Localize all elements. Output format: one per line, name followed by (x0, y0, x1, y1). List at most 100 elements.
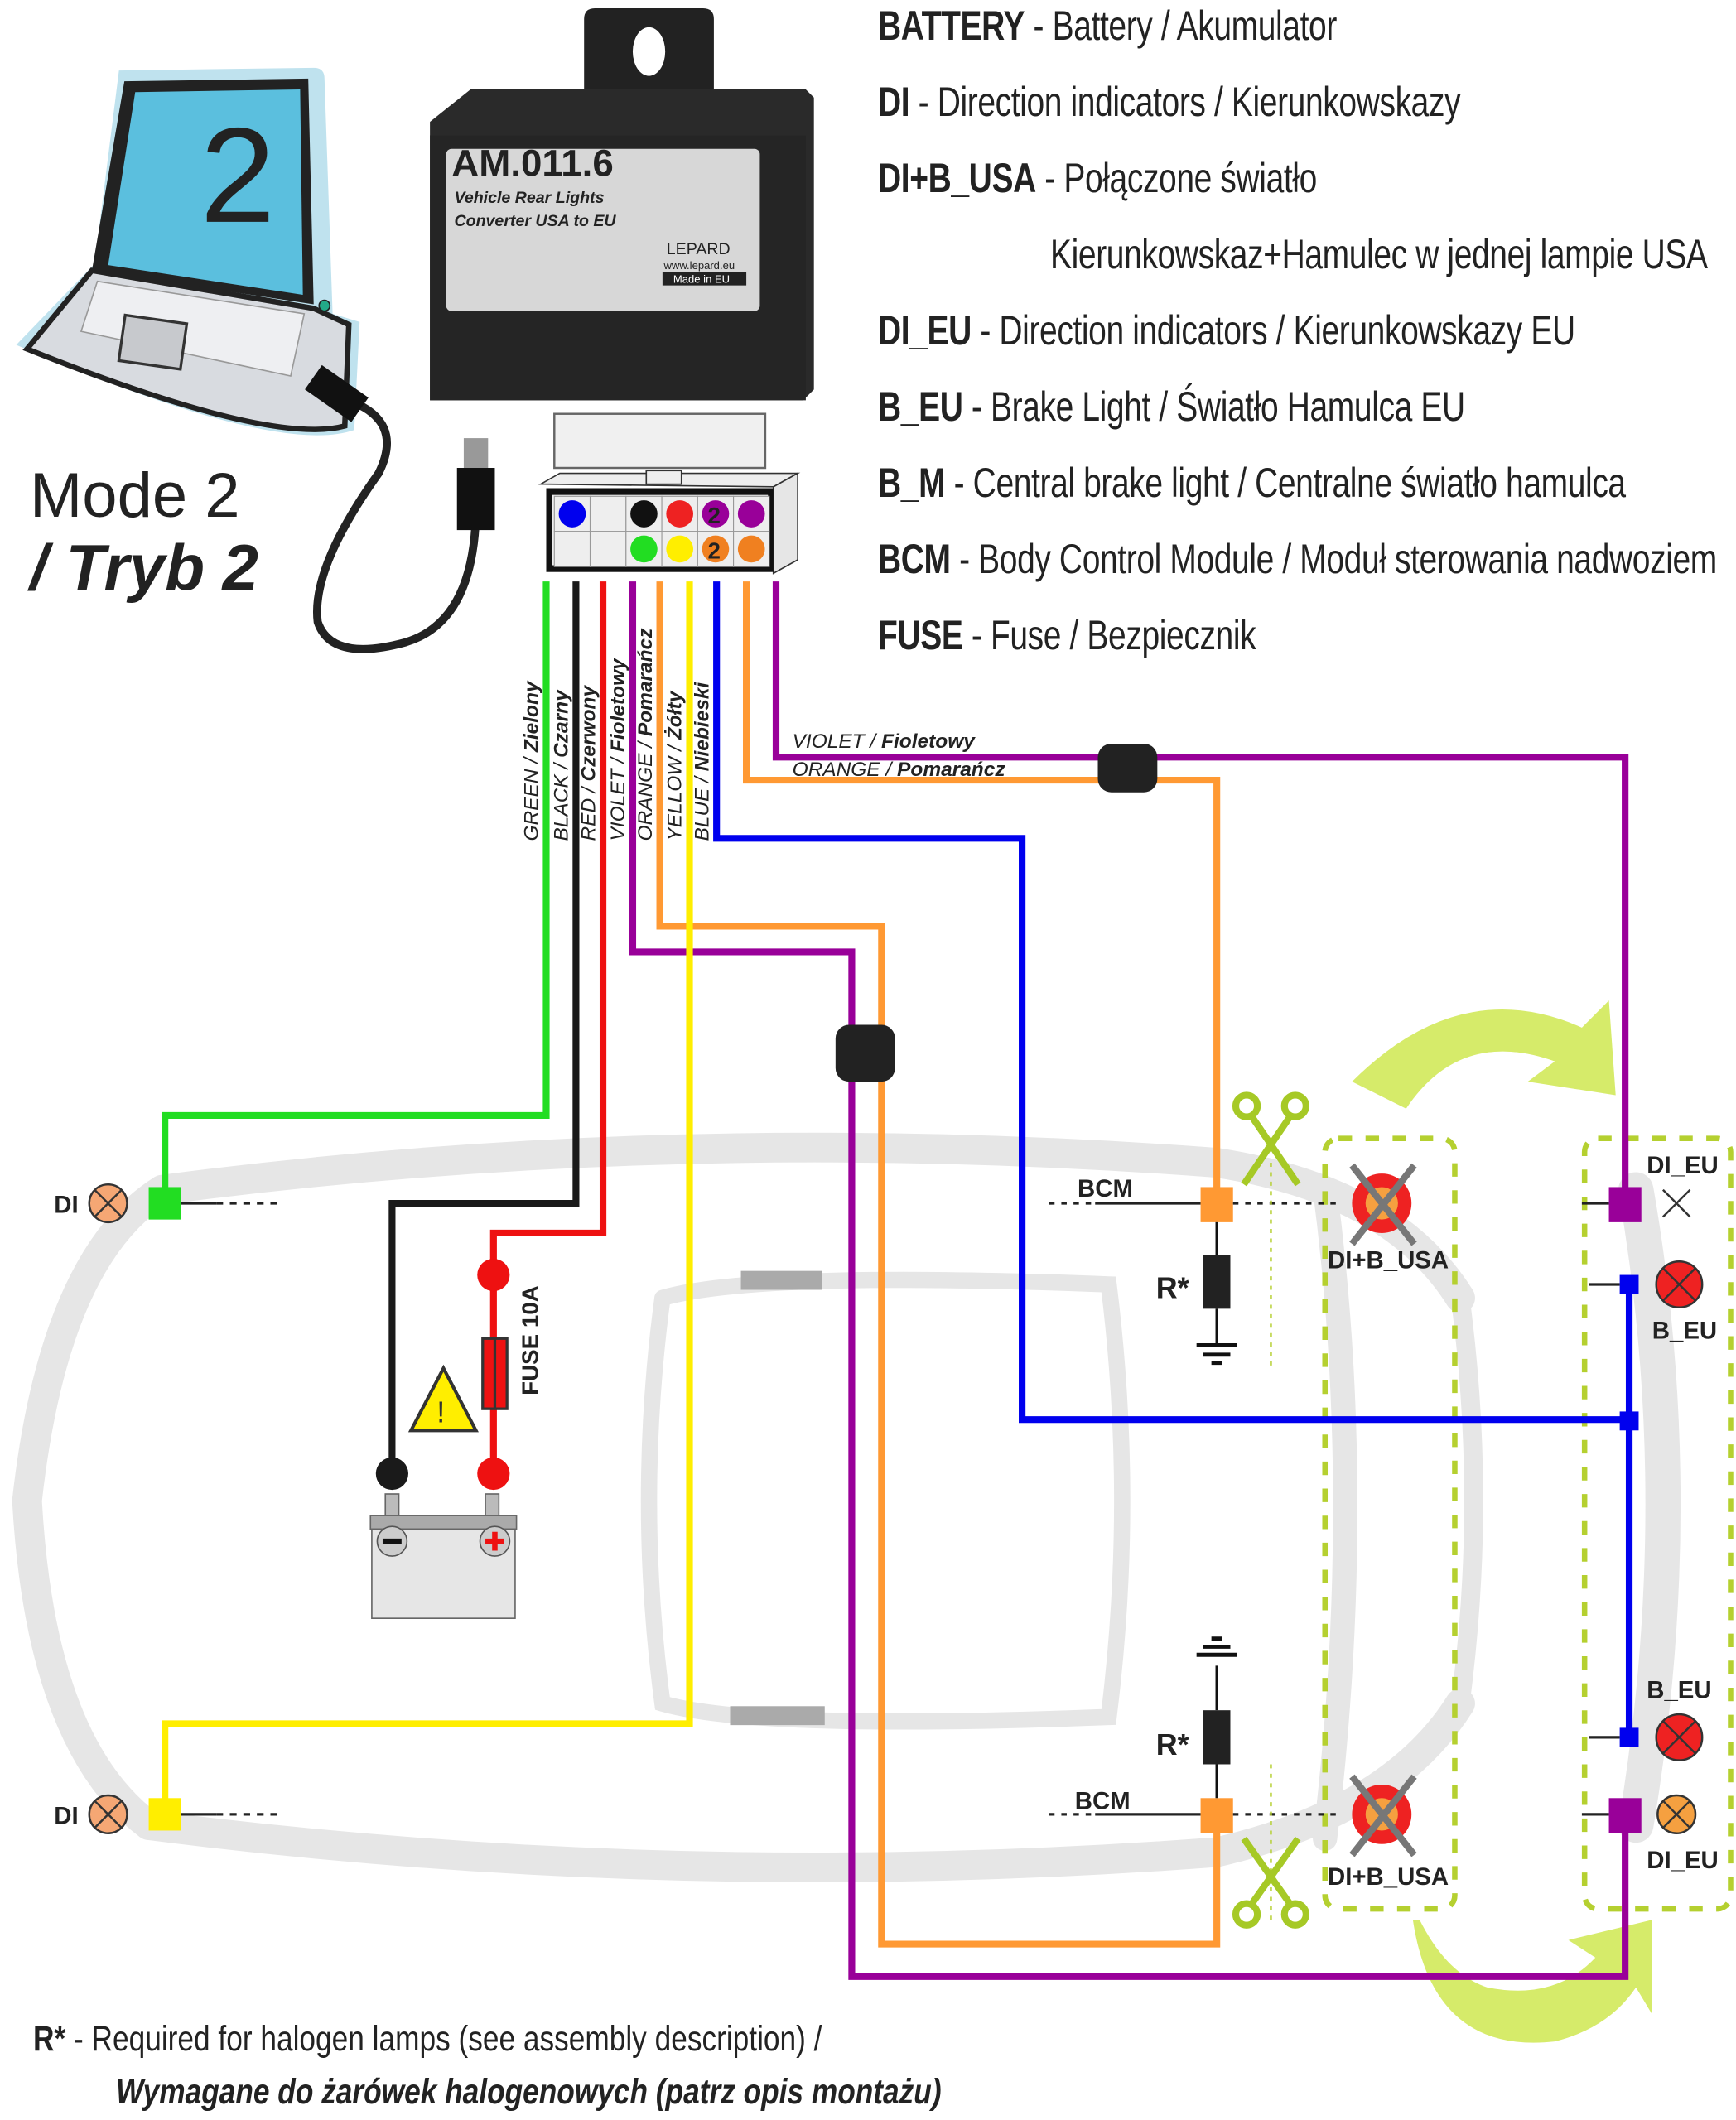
module-box (430, 7, 814, 470)
usb-plug-laptop (305, 364, 369, 422)
connector-cell (553, 531, 591, 567)
pin-yellow (666, 535, 694, 563)
legend-key: BCM (878, 536, 951, 582)
battery-pos-terminal (477, 1457, 510, 1491)
legend-key: B_EU (878, 383, 963, 430)
eu-lamp-group (1581, 1135, 1734, 1912)
splice-violet-top (1608, 1187, 1642, 1222)
legend-key: FUSE (878, 612, 963, 658)
wire-label-pl: Fioletowy (607, 658, 629, 752)
label-di-bottom: DI (54, 1802, 78, 1829)
label-bcm-bottom: BCM (1075, 1787, 1131, 1814)
scissors-icon (1232, 1091, 1309, 1187)
wire-blue (713, 581, 1633, 1737)
legend-item: Kierunkowskaz+Hamulec w jednej lampie US… (1050, 230, 1708, 278)
note-line-2: Wymagane do żarówek halogenowych (patrz … (116, 2072, 942, 2112)
legend-item: BCM - Body Control Module / Moduł sterow… (878, 535, 1717, 583)
label-di-eu-top: DI_EU (1647, 1152, 1719, 1179)
wire-label-red: RED / Czerwony (577, 685, 600, 841)
legend-key: BATTERY (878, 2, 1025, 49)
connector-pins: 22 (553, 495, 770, 567)
module-brand: LEPARD (667, 240, 731, 258)
wire-black (388, 581, 580, 1467)
wire-orange-main (656, 581, 1221, 1948)
connector-cell (589, 531, 627, 567)
lamp-di-b-usa-top-crossed (1349, 1163, 1417, 1246)
splice-green (148, 1187, 181, 1220)
module-website: www.lepard.eu (663, 259, 735, 272)
heat-shrink-sleeve (835, 1024, 895, 1082)
label-b-eu-top: B_EU (1652, 1317, 1717, 1344)
side-label-violet: VIOLET / Fioletowy (793, 730, 976, 753)
battery-neg-terminal (375, 1457, 408, 1491)
junction-blue (1619, 1411, 1639, 1431)
wire-label-en: RED (577, 798, 600, 841)
legend-desc: - Fuse / Bezpiecznik (962, 612, 1256, 658)
legend-key: DI+B_USA (878, 155, 1036, 201)
pin-orange (737, 535, 765, 563)
fuse-terminal (477, 1258, 510, 1292)
module-subtitle-2: Converter USA to EU (454, 212, 616, 230)
wire-label-en: GREEN (521, 768, 543, 841)
resistor-bottom (1203, 1710, 1231, 1765)
resistor-top (1203, 1255, 1231, 1309)
wire-green (162, 581, 550, 1190)
legend-item: DI+B_USA - Połączone światło (878, 154, 1317, 202)
car-detail (730, 1706, 825, 1726)
mode-label-pl: / Tryb 2 (30, 531, 259, 604)
wire-label-orange: ORANGE / Pomarańcz (634, 628, 657, 841)
splice-blue-bottom (1619, 1727, 1639, 1747)
legend-item: BATTERY - Battery / Akumulator (878, 2, 1337, 50)
usb-plug (456, 468, 495, 531)
pin-violet (737, 500, 765, 528)
pin-green (630, 535, 658, 563)
label-resistor-bottom: R* (1156, 1727, 1189, 1761)
label-b-eu-bottom: B_EU (1647, 1676, 1711, 1703)
label-di-top: DI (54, 1191, 78, 1218)
side-label-orange-pl: Pomarańcz (897, 759, 1005, 781)
legend-item: FUSE - Fuse / Bezpiecznik (878, 611, 1256, 659)
legend-desc: - Central brake light / Centralne światł… (945, 460, 1627, 506)
note-line-1: R* - Required for halogen lamps (see ass… (33, 2019, 822, 2060)
laptop-illustration (16, 67, 360, 436)
usb-cable (313, 395, 480, 653)
swap-arrow-bottom (1412, 1920, 1652, 2043)
legend-item: DI - Direction indicators / Kierunkowska… (878, 78, 1461, 126)
wire-label-en: BLUE (691, 788, 713, 841)
legend-item: B_M - Central brake light / Centralne św… (878, 459, 1626, 507)
splice-violet-bottom (1608, 1798, 1642, 1833)
label-resistor-top: R* (1156, 1270, 1189, 1304)
ground-icon (1196, 1342, 1237, 1366)
legend-desc: - Połączone światło (1035, 155, 1317, 201)
wire-label-en: YELLOW (664, 754, 687, 841)
wire-label-yellow: YELLOW / Żółty (664, 690, 687, 841)
wire-violet-side (772, 581, 1629, 1201)
wire-label-violet: VIOLET / Fioletowy (607, 658, 629, 841)
ground-icon (1196, 1636, 1237, 1657)
legend-desc: - Direction indicators / Kierunkowskazy … (971, 307, 1575, 354)
origin-badge (662, 272, 747, 286)
label-bcm-top: BCM (1078, 1175, 1133, 1202)
wire-label-en: BLACK (551, 773, 573, 841)
wire-label-pl: Czerwony (577, 685, 600, 782)
legend-desc: Kierunkowskaz+Hamulec w jednej lampie US… (1050, 231, 1708, 277)
label-di-b-usa-bottom: DI+B_USA (1328, 1863, 1449, 1891)
heat-shrink-sleeve (1097, 744, 1158, 793)
warning-icon (407, 1364, 479, 1433)
module-model: AM.011.6 (451, 142, 614, 184)
legend-key: B_M (878, 460, 946, 506)
splice-orange-bottom (1200, 1798, 1233, 1833)
wire-label-en: VIOLET (607, 767, 629, 841)
scissors-icon (1232, 1836, 1309, 1929)
side-label-violet-pl: Fioletowy (881, 730, 976, 753)
legend-key: DI_EU (878, 307, 972, 354)
wire-label-blue: BLUE / Niebieski (691, 682, 713, 841)
fuse-label: FUSE 10A (518, 1285, 543, 1395)
note-text-en: - Required for halogen lamps (see assemb… (65, 2019, 822, 2059)
module-origin: Made in EU (673, 272, 730, 285)
side-label-orange-en: ORANGE (793, 759, 881, 781)
legend-item: B_EU - Brake Light / Światło Hamulca EU (878, 383, 1465, 431)
wire-orange-side (743, 581, 1221, 1201)
legend-desc: - Battery / Akumulator (1025, 2, 1338, 49)
